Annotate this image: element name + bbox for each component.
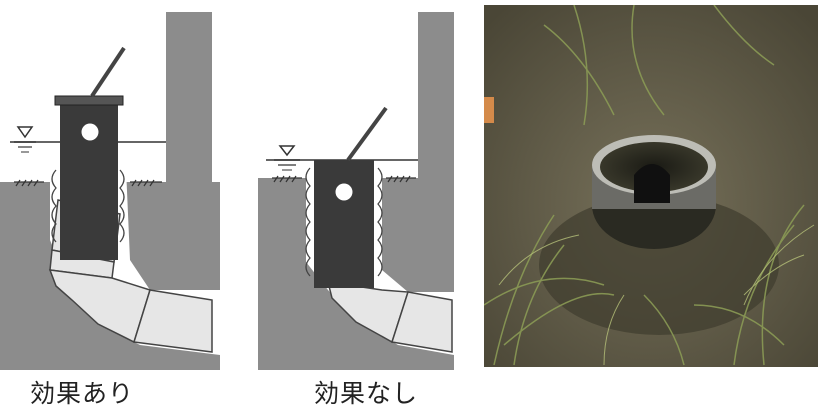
diagram-effective [0,0,220,370]
diagram-not-effective-svg [258,12,454,370]
bellows [51,169,125,243]
bellows [305,167,383,277]
field-photo [484,5,818,367]
diagram-not-effective [258,0,454,370]
outlet-pipe [327,281,453,353]
inner-riser [634,164,670,203]
water-level-triangle-icon [14,126,36,153]
cap-handle [346,106,388,162]
diagram-effective-svg [0,12,220,370]
ground-hatch-icon [272,175,416,183]
cap-handle [90,46,126,98]
grass [484,5,805,366]
water-level-triangle-icon [274,145,300,171]
caption-not-effective: 効果なし [314,379,419,408]
pipe-cap [54,95,124,106]
orange-marker [484,97,494,123]
riser-pipe [314,160,374,288]
field-photo-svg [484,5,818,367]
mud-patch [539,195,779,335]
overflow-hole [81,123,99,141]
caption-effective: 効果あり [30,379,135,408]
overflow-hole [335,183,353,201]
ground-hatch-icon [14,179,162,187]
